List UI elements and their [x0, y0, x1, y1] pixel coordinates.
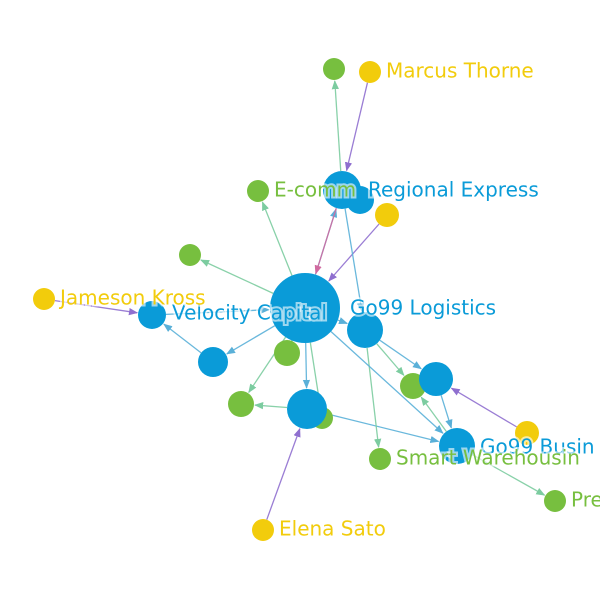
- node-topic-t_mid[interactable]: [274, 340, 300, 366]
- edge-mt-to-re: [344, 82, 369, 172]
- edge-re-to-t_top: [331, 80, 342, 172]
- edge-vc-to-g99: [337, 317, 349, 325]
- edge-c_right-to-g99b: [440, 395, 453, 429]
- edge-vc-to-c_left: [226, 325, 276, 355]
- edge-vc-to-c_mid: [302, 342, 311, 389]
- edge-c_left-to-c_small: [163, 323, 202, 354]
- edge-vc-to-t_left: [200, 259, 274, 294]
- node-label-g99: Go99 Logistics: [350, 296, 496, 320]
- edge-g99b-to-pre: [472, 454, 546, 496]
- node-company-g99[interactable]: [347, 312, 383, 348]
- edge-jk-to-c_small: [54, 299, 139, 316]
- node-person-es[interactable]: [252, 519, 274, 541]
- edge-p_re-to-vc: [328, 223, 380, 282]
- node-label-re: Regional Express: [368, 178, 539, 202]
- edge-vc-to-ecom: [261, 201, 293, 276]
- edge-g99b-to-t_r: [420, 396, 447, 432]
- node-topic-ecom[interactable]: [247, 180, 269, 202]
- node-person-p_right[interactable]: [515, 421, 539, 445]
- edge-c_mid-to-g99b: [326, 413, 440, 444]
- node-company-c_left[interactable]: [198, 347, 228, 377]
- edge-g99-to-sw: [366, 347, 382, 448]
- node-label-sw: Smart Warehousin: [396, 446, 580, 470]
- node-company-c_mid[interactable]: [287, 389, 327, 429]
- node-label-mt: Marcus Thorne: [386, 59, 534, 83]
- node-label-vc: Velocity Capital: [172, 301, 327, 325]
- edge-vc-to-g99b: [330, 331, 444, 434]
- node-company-c_small[interactable]: [138, 301, 166, 329]
- node-company-c_right[interactable]: [419, 362, 453, 396]
- node-company-re[interactable]: [323, 171, 361, 209]
- edge-re-to-g99: [344, 208, 365, 313]
- node-label-ecom: E-comm: [274, 178, 356, 202]
- node-label-pre: Pre: [571, 488, 600, 512]
- node-person-mt[interactable]: [359, 61, 381, 83]
- node-topic-t_bl[interactable]: [228, 391, 254, 417]
- edge-c_mid-to-t_bl: [254, 402, 288, 410]
- edge-es-to-c_mid: [266, 427, 301, 520]
- edge-p_right-to-c_right: [450, 387, 518, 428]
- nodes-layer: [33, 58, 566, 541]
- node-label-jk: Jameson Kross: [58, 286, 206, 310]
- labels-layer: Velocity Capital Go99 Logistics Regional E…: [56, 57, 600, 543]
- edge-g99-to-c_right: [379, 339, 422, 370]
- node-label-es: Elena Sato: [279, 517, 386, 541]
- edge-c_small-to-vc: [165, 306, 270, 316]
- node-company-g99b[interactable]: [439, 428, 475, 464]
- edge-g99-to-t_r: [376, 343, 405, 377]
- node-label-g99b: Go99 Busin: [480, 435, 595, 459]
- edge-re-to-vc: [314, 207, 337, 275]
- node-person-jk[interactable]: [33, 288, 55, 310]
- node-company-vc[interactable]: [270, 273, 340, 343]
- node-topic-pre[interactable]: [544, 490, 566, 512]
- node-person-p_re[interactable]: [375, 203, 399, 227]
- node-topic-sw[interactable]: [369, 448, 391, 470]
- node-topic-t_top[interactable]: [323, 58, 345, 80]
- node-topic-t_left[interactable]: [179, 244, 201, 266]
- edges-layer: [54, 80, 546, 520]
